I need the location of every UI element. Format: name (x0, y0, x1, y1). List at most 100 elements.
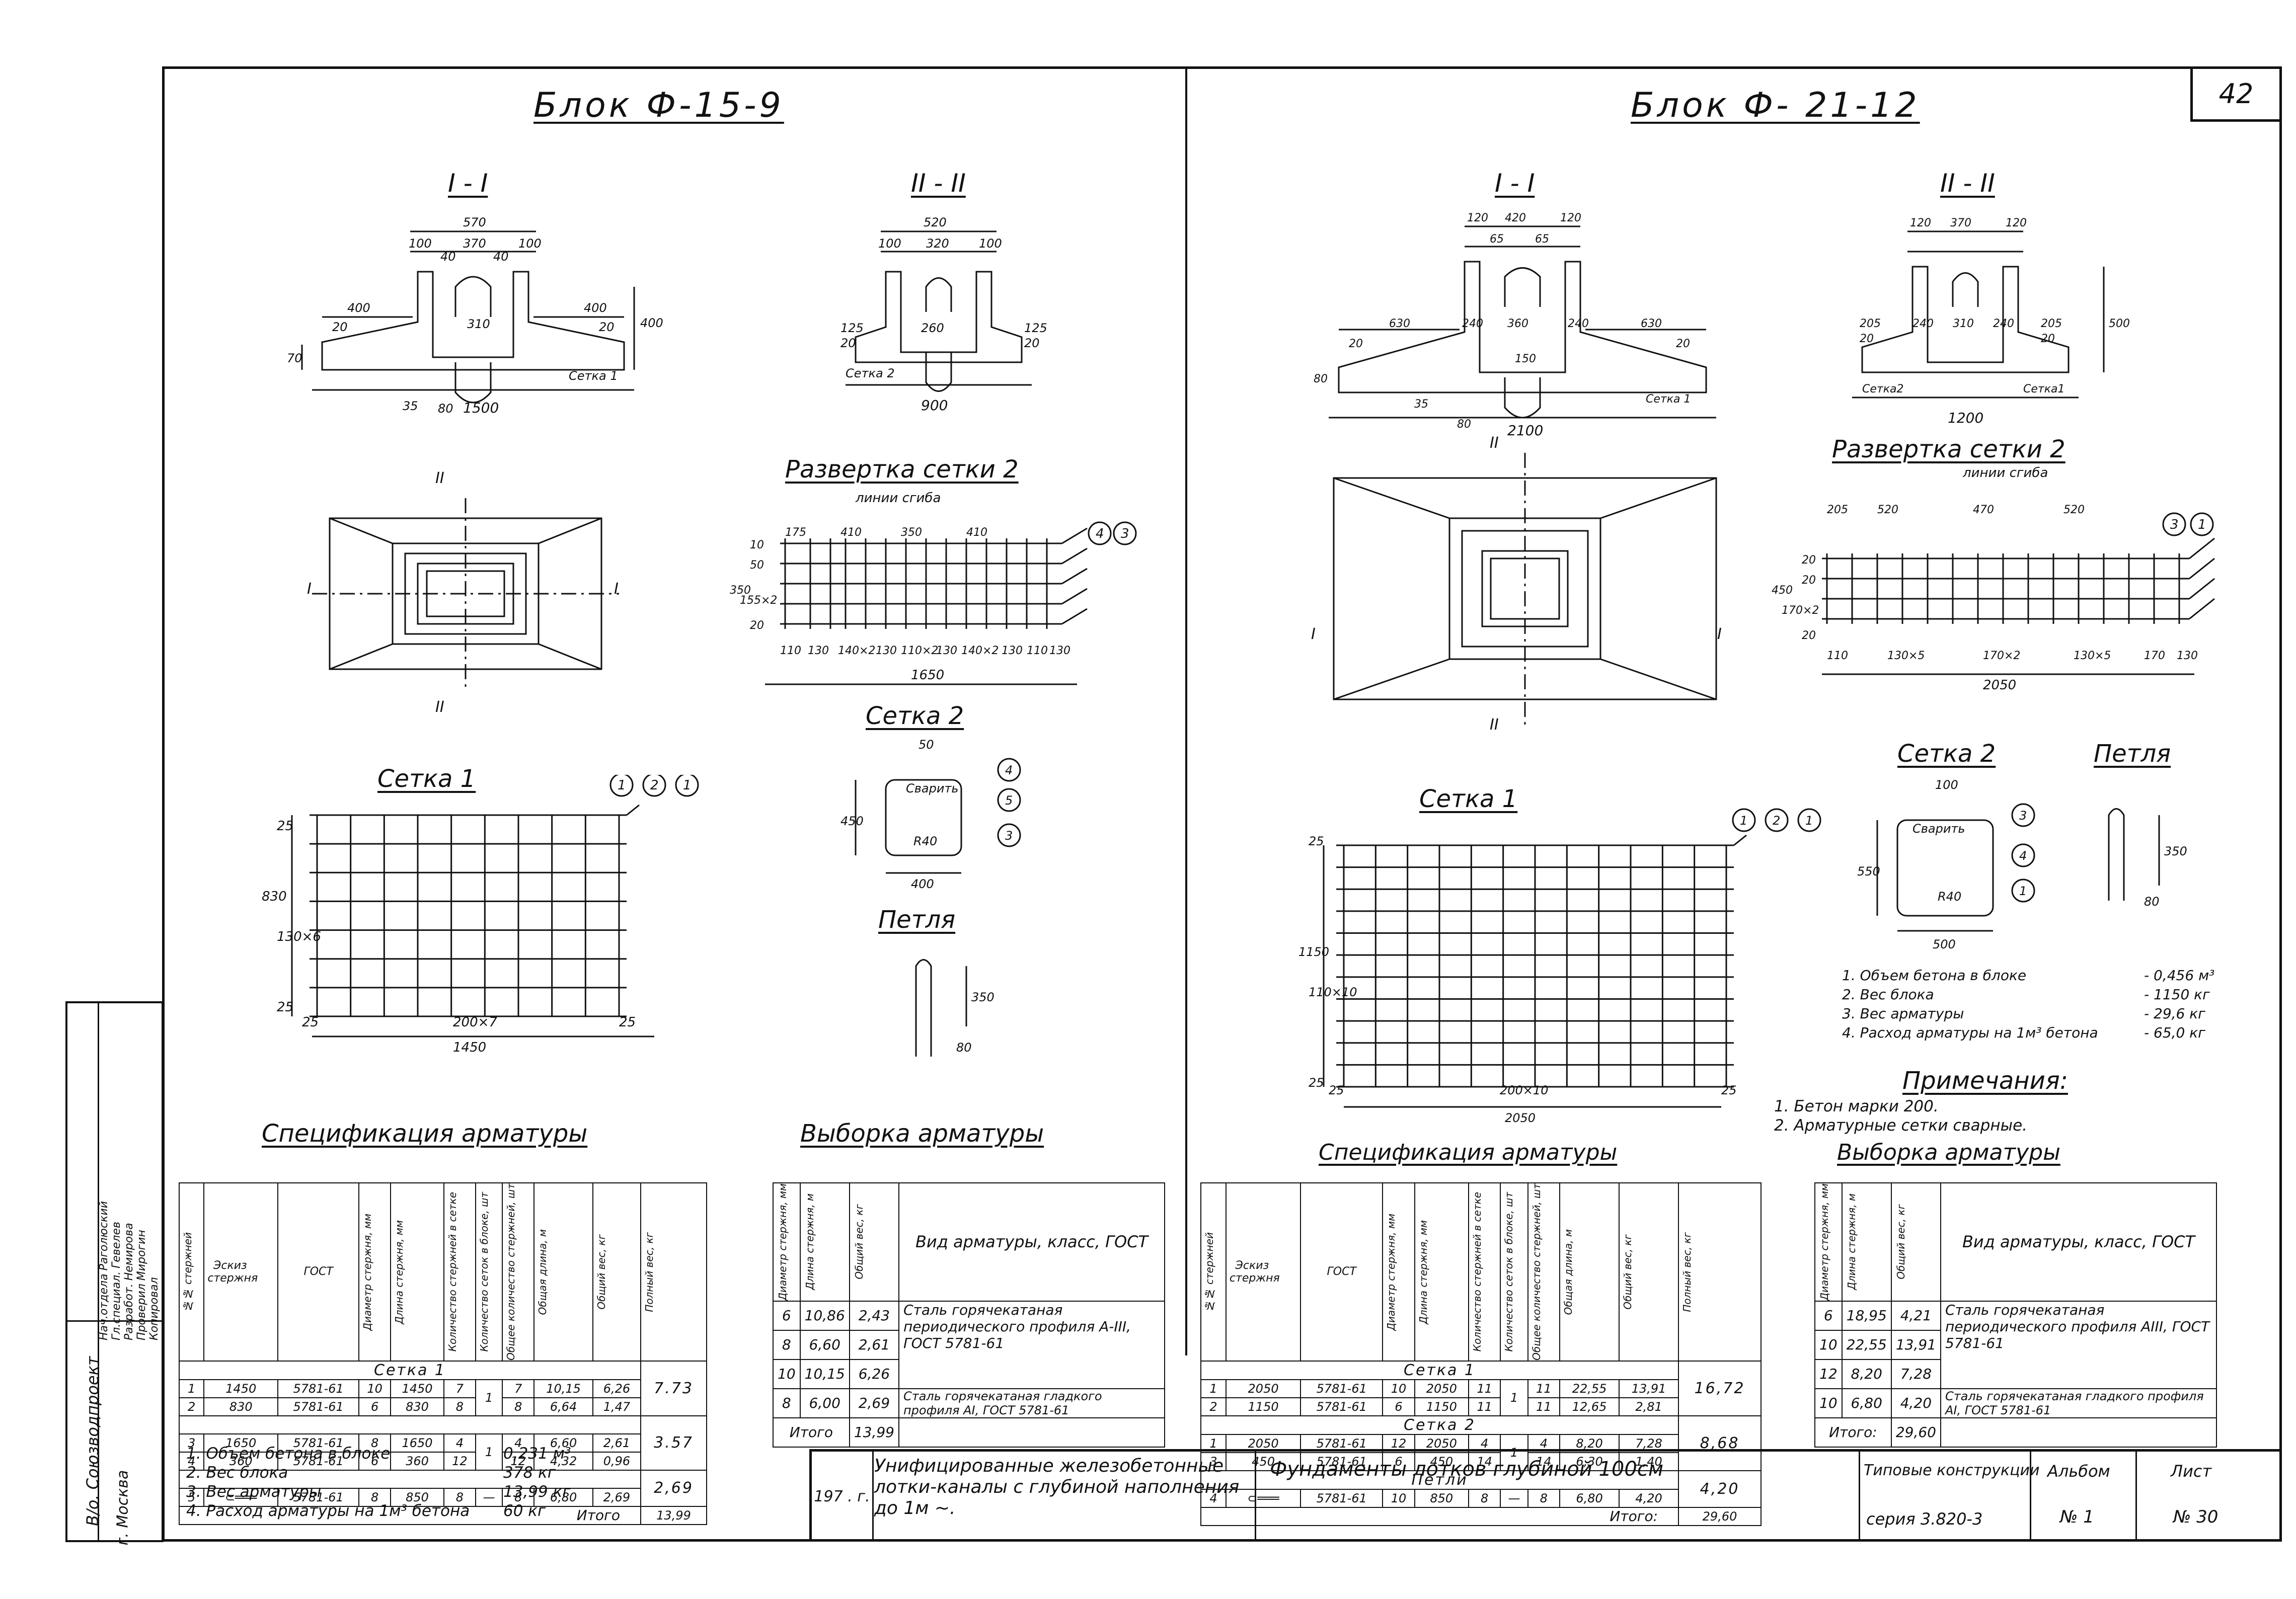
svg-text:80: 80 (2144, 895, 2160, 909)
svg-text:35: 35 (403, 399, 418, 413)
svg-text:120: 120 (1560, 212, 1581, 224)
tb-album: № 1 (2060, 1507, 2094, 1527)
svg-text:25: 25 (1309, 834, 1324, 848)
svg-text:1200: 1200 (1948, 410, 1983, 426)
svg-text:900: 900 (921, 397, 948, 414)
dim-570: 570 (463, 215, 486, 229)
svg-text:100: 100 (518, 236, 542, 251)
svg-text:65: 65 (1535, 233, 1549, 246)
svg-text:4: 4 (1005, 763, 1013, 777)
svg-text:3: 3 (2019, 809, 2027, 823)
svg-text:20: 20 (840, 336, 856, 350)
stamp-row: Гл.специал.Гевелев (110, 1222, 123, 1340)
svg-text:130×6: 130×6 (277, 929, 321, 944)
svg-text:3: 3 (2170, 517, 2179, 532)
corner-number: 42 (2218, 78, 2254, 110)
svg-text:350: 350 (901, 526, 922, 539)
svg-text:370: 370 (463, 236, 486, 251)
svg-text:130: 130 (936, 645, 957, 657)
tb-sheet-label: Лист (2171, 1462, 2212, 1481)
tb-type: Типовые конструкции (1864, 1462, 2040, 1479)
svg-text:1: 1 (2198, 517, 2206, 532)
left-petlya: 350 80 (915, 959, 994, 1057)
svg-text:130×5: 130×5 (2074, 650, 2111, 662)
left-setka1-title: Сетка 1 (377, 765, 476, 793)
svg-text:25: 25 (277, 819, 293, 834)
svg-text:130: 130 (2177, 650, 2198, 662)
svg-text:400: 400 (347, 301, 370, 315)
svg-text:410: 410 (840, 526, 862, 539)
svg-text:400: 400 (911, 877, 934, 891)
svg-text:65: 65 (1490, 233, 1504, 246)
svg-text:2050: 2050 (1983, 678, 2016, 693)
svg-text:Сетка1: Сетка1 (2023, 383, 2064, 395)
svg-text:155×2: 155×2 (740, 594, 777, 607)
svg-text:140×2: 140×2 (838, 645, 875, 657)
right-plan: II II I I (1311, 434, 1722, 734)
svg-text:I: I (307, 580, 312, 598)
svg-text:200×7: 200×7 (453, 1015, 497, 1030)
left-razvertka: 175 410 350 410 110 130 140×2 130 110×2 … (730, 521, 1137, 685)
svg-text:170: 170 (2144, 650, 2165, 662)
svg-text:140×2: 140×2 (961, 645, 999, 657)
svg-text:Сетка 1: Сетка 1 (1646, 393, 1691, 406)
svg-text:100: 100 (409, 236, 432, 251)
svg-text:550: 550 (1857, 864, 1880, 878)
svg-text:100: 100 (979, 236, 1002, 251)
svg-text:25: 25 (619, 1015, 636, 1030)
left-razv-title: Развертка сетки 2 (785, 455, 1019, 484)
svg-text:40: 40 (440, 250, 456, 264)
svg-text:400: 400 (640, 316, 663, 330)
svg-text:2: 2 (1773, 814, 1780, 828)
svg-text:4: 4 (1096, 526, 1104, 541)
svg-text:110×2: 110×2 (901, 645, 938, 657)
svg-text:50: 50 (750, 559, 764, 572)
right-title: Блок Ф- 21-12 (1631, 86, 1920, 125)
left-setka2-title: Сетка 2 (866, 702, 964, 730)
svg-text:1: 1 (1740, 814, 1747, 828)
left-plan: II II I I (307, 469, 619, 716)
svg-text:450: 450 (840, 814, 864, 828)
svg-text:410: 410 (966, 526, 987, 539)
svg-text:240: 240 (1568, 317, 1589, 330)
left-petlya-title: Петля (878, 906, 956, 934)
stamp-row: Разработ.Немирова (123, 1223, 135, 1340)
title-block: 197 . г. Унифицированные железобетонные … (809, 1449, 2282, 1542)
right-sel-title: Выборка арматуры (1837, 1140, 2060, 1165)
svg-text:Сетка2: Сетка2 (1862, 383, 1903, 395)
svg-text:500: 500 (2109, 317, 2130, 330)
svg-text:25: 25 (302, 1015, 319, 1030)
stamp-row: Копировал (148, 1277, 161, 1340)
svg-text:3: 3 (1005, 829, 1013, 843)
left-sel-title: Выборка арматуры (800, 1120, 1044, 1148)
svg-text:1450: 1450 (453, 1040, 486, 1055)
svg-text:630: 630 (1641, 317, 1662, 330)
svg-text:20: 20 (750, 619, 764, 632)
svg-text:20: 20 (1349, 338, 1363, 350)
right-prim-title: Примечания: (1902, 1067, 2068, 1095)
svg-text:R40: R40 (1938, 890, 1961, 904)
svg-text:100: 100 (878, 236, 901, 251)
svg-text:400: 400 (584, 301, 607, 315)
svg-text:1500: 1500 (463, 399, 499, 416)
svg-text:3: 3 (1121, 526, 1129, 541)
right-sec1-title: I - I (1495, 169, 1535, 198)
sheet-frame (162, 66, 2282, 1542)
svg-text:Сетка 2: Сетка 2 (846, 366, 895, 380)
svg-text:630: 630 (1389, 317, 1410, 330)
svg-text:25: 25 (277, 1000, 293, 1015)
svg-text:470: 470 (1973, 504, 1994, 516)
svg-text:520: 520 (1877, 504, 1898, 516)
svg-text:20: 20 (332, 320, 348, 334)
svg-text:240: 240 (1462, 317, 1483, 330)
svg-text:130: 130 (808, 645, 829, 657)
svg-text:110: 110 (1827, 650, 1848, 662)
svg-text:520: 520 (924, 215, 947, 229)
svg-text:20: 20 (1676, 338, 1690, 350)
svg-text:110: 110 (780, 645, 801, 657)
left-setka1: 25 830 130×6 25 25 200×7 25 1450 1 2 1 (262, 775, 699, 1055)
